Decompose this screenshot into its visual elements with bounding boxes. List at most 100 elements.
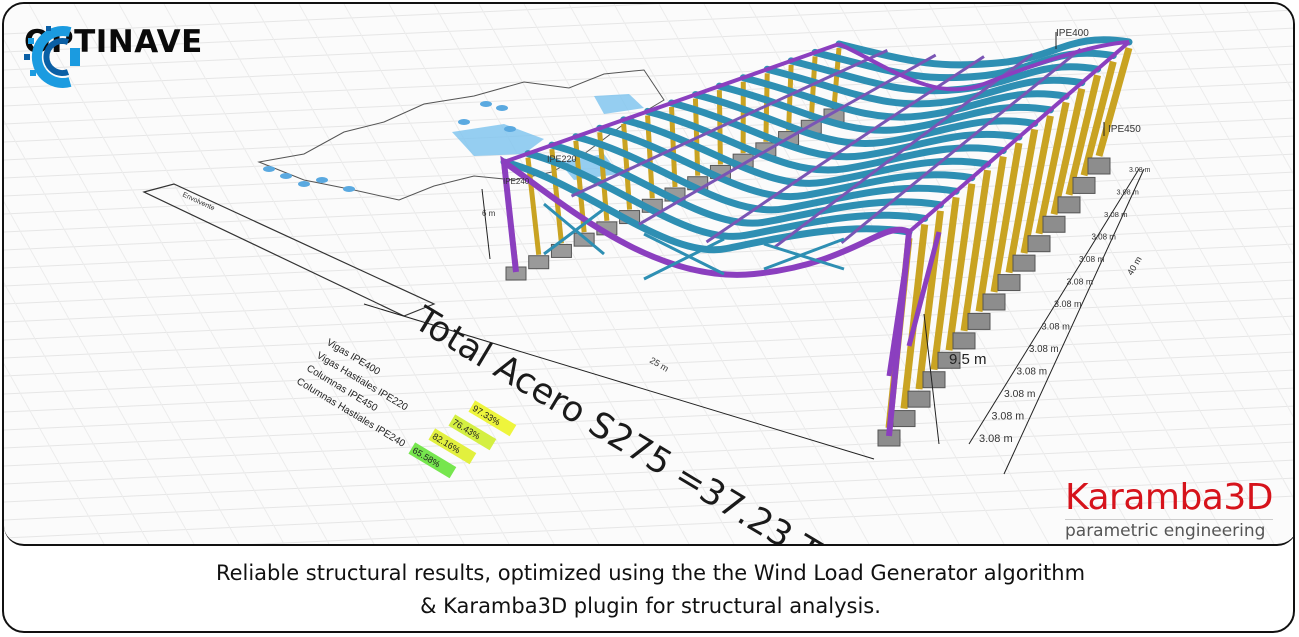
grid-line: [4, 351, 1293, 413]
grid-line: [4, 297, 1293, 359]
grid-line: [28, 4, 330, 544]
footing: [1042, 215, 1066, 233]
grid-line: [4, 4, 1050, 53]
column-height-label: 9.5 m: [949, 351, 987, 368]
grid-line: [4, 38, 285, 544]
dim-line-width: [363, 303, 875, 460]
front-bracing: [543, 202, 845, 281]
caption-line-1: Reliable structural results, optimized u…: [215, 561, 1086, 585]
legend-util-fill: [448, 414, 497, 451]
footing: [907, 390, 931, 408]
roof-beam: [548, 141, 944, 227]
grid-line: [4, 362, 105, 544]
footing: [1027, 235, 1051, 253]
roof-beam: [524, 150, 929, 240]
sea-patch: [452, 124, 544, 156]
karamba-wordmark-a: Karamba: [1064, 477, 1224, 518]
grid-line: [4, 189, 1293, 251]
grid-line: [4, 441, 1293, 503]
footing: [1072, 176, 1096, 194]
roof-beam: [500, 158, 913, 254]
island: [316, 177, 328, 183]
footing: [952, 332, 976, 350]
roof-beam: [739, 74, 1070, 121]
grid-line: [4, 459, 1293, 521]
dimension-lines: [363, 32, 1145, 475]
grid-line: [4, 279, 1293, 341]
roof-beam: [835, 36, 1133, 69]
grid-line: [1153, 4, 1293, 256]
side-chord: [907, 40, 1131, 234]
island: [480, 101, 492, 107]
ipe450-label: IPE450: [1108, 124, 1141, 135]
bay-spacing-label: 3.08 m: [1054, 299, 1082, 309]
dim-line-bays: [968, 168, 1140, 445]
island: [496, 105, 508, 111]
grid-line: [251, 495, 1293, 544]
bay-spacing-label: 3.08 m: [1017, 367, 1048, 378]
grid-line: [253, 4, 555, 544]
render-viewport: Envolvente IPE400 IPE450 IPE220 IPE240 6…: [4, 4, 1293, 546]
grid-line: [298, 4, 600, 544]
bay-spacing-label: 3.08 m: [992, 411, 1025, 423]
column: [1095, 47, 1133, 157]
grid-line: [163, 4, 465, 544]
bay-spacing-label: 3.08 m: [1104, 210, 1128, 219]
column: [1035, 101, 1070, 235]
gable-height-label: 6 m: [482, 209, 496, 218]
grid-line: [118, 4, 420, 544]
total-steel-label: Total Acero S275 =37.23 Tn: [407, 299, 846, 544]
grid-line: [4, 261, 1293, 323]
front-frame: [500, 155, 913, 437]
column: [1065, 74, 1101, 196]
bay-spacing-label: 3.08 m: [1129, 167, 1151, 174]
bay-spacing-label: 3.08 m: [979, 433, 1013, 445]
footing: [922, 371, 946, 389]
bay-spacing-label: 3.08 m: [1042, 322, 1071, 332]
grid-line: [4, 4, 662, 35]
footing: [1057, 196, 1081, 214]
bay-spacing-label: 3.08 m: [1092, 233, 1117, 242]
grid-line: [1243, 4, 1293, 94]
grid-line: [4, 27, 1293, 89]
island: [343, 186, 355, 192]
grid-line: [1018, 4, 1293, 499]
grid-line: [73, 4, 375, 544]
bay-spacing-label: 3.08 m: [1079, 254, 1104, 264]
footing: [528, 255, 550, 270]
grid-line: [838, 4, 1140, 544]
roof-beam: [620, 116, 992, 187]
footing: [892, 410, 916, 428]
grid-line: [4, 119, 240, 544]
grid-line: [4, 200, 195, 544]
grid-line: [433, 4, 735, 544]
side-chord: [503, 42, 840, 164]
structure-scene: Envolvente IPE400 IPE450 IPE220 IPE240 6…: [4, 4, 1293, 544]
legend-util-fill: [408, 442, 457, 479]
grid-line: [4, 405, 1293, 467]
karamba3d-logo: Karamba3D parametric engineering: [1064, 477, 1273, 540]
grid-line: [4, 333, 1293, 395]
ipe240-label: IPE240: [503, 177, 530, 186]
column: [975, 156, 1007, 312]
legend-util-fill: [468, 400, 517, 437]
grid-line: [388, 4, 690, 544]
column: [1050, 87, 1086, 216]
caption-line-2: & Karamba3D plugin for structural analys…: [420, 594, 881, 618]
bay-spacing-label: 3.08 m: [1004, 389, 1035, 400]
legend-util-fill: [428, 428, 477, 465]
roof-beam: [691, 91, 1039, 147]
grid-line: [343, 4, 645, 544]
island: [458, 119, 470, 125]
grid-line: [478, 4, 780, 544]
coastline: [257, 69, 665, 201]
grid-line: [4, 387, 1293, 449]
grid-line: [4, 63, 1293, 125]
footing: [550, 243, 572, 258]
caption: Reliable structural results, optimized u…: [4, 557, 1293, 623]
steel-structure: [500, 36, 1133, 447]
column: [990, 142, 1023, 293]
column: [1005, 128, 1039, 274]
purlin: [840, 47, 1082, 244]
column: [1080, 60, 1117, 177]
